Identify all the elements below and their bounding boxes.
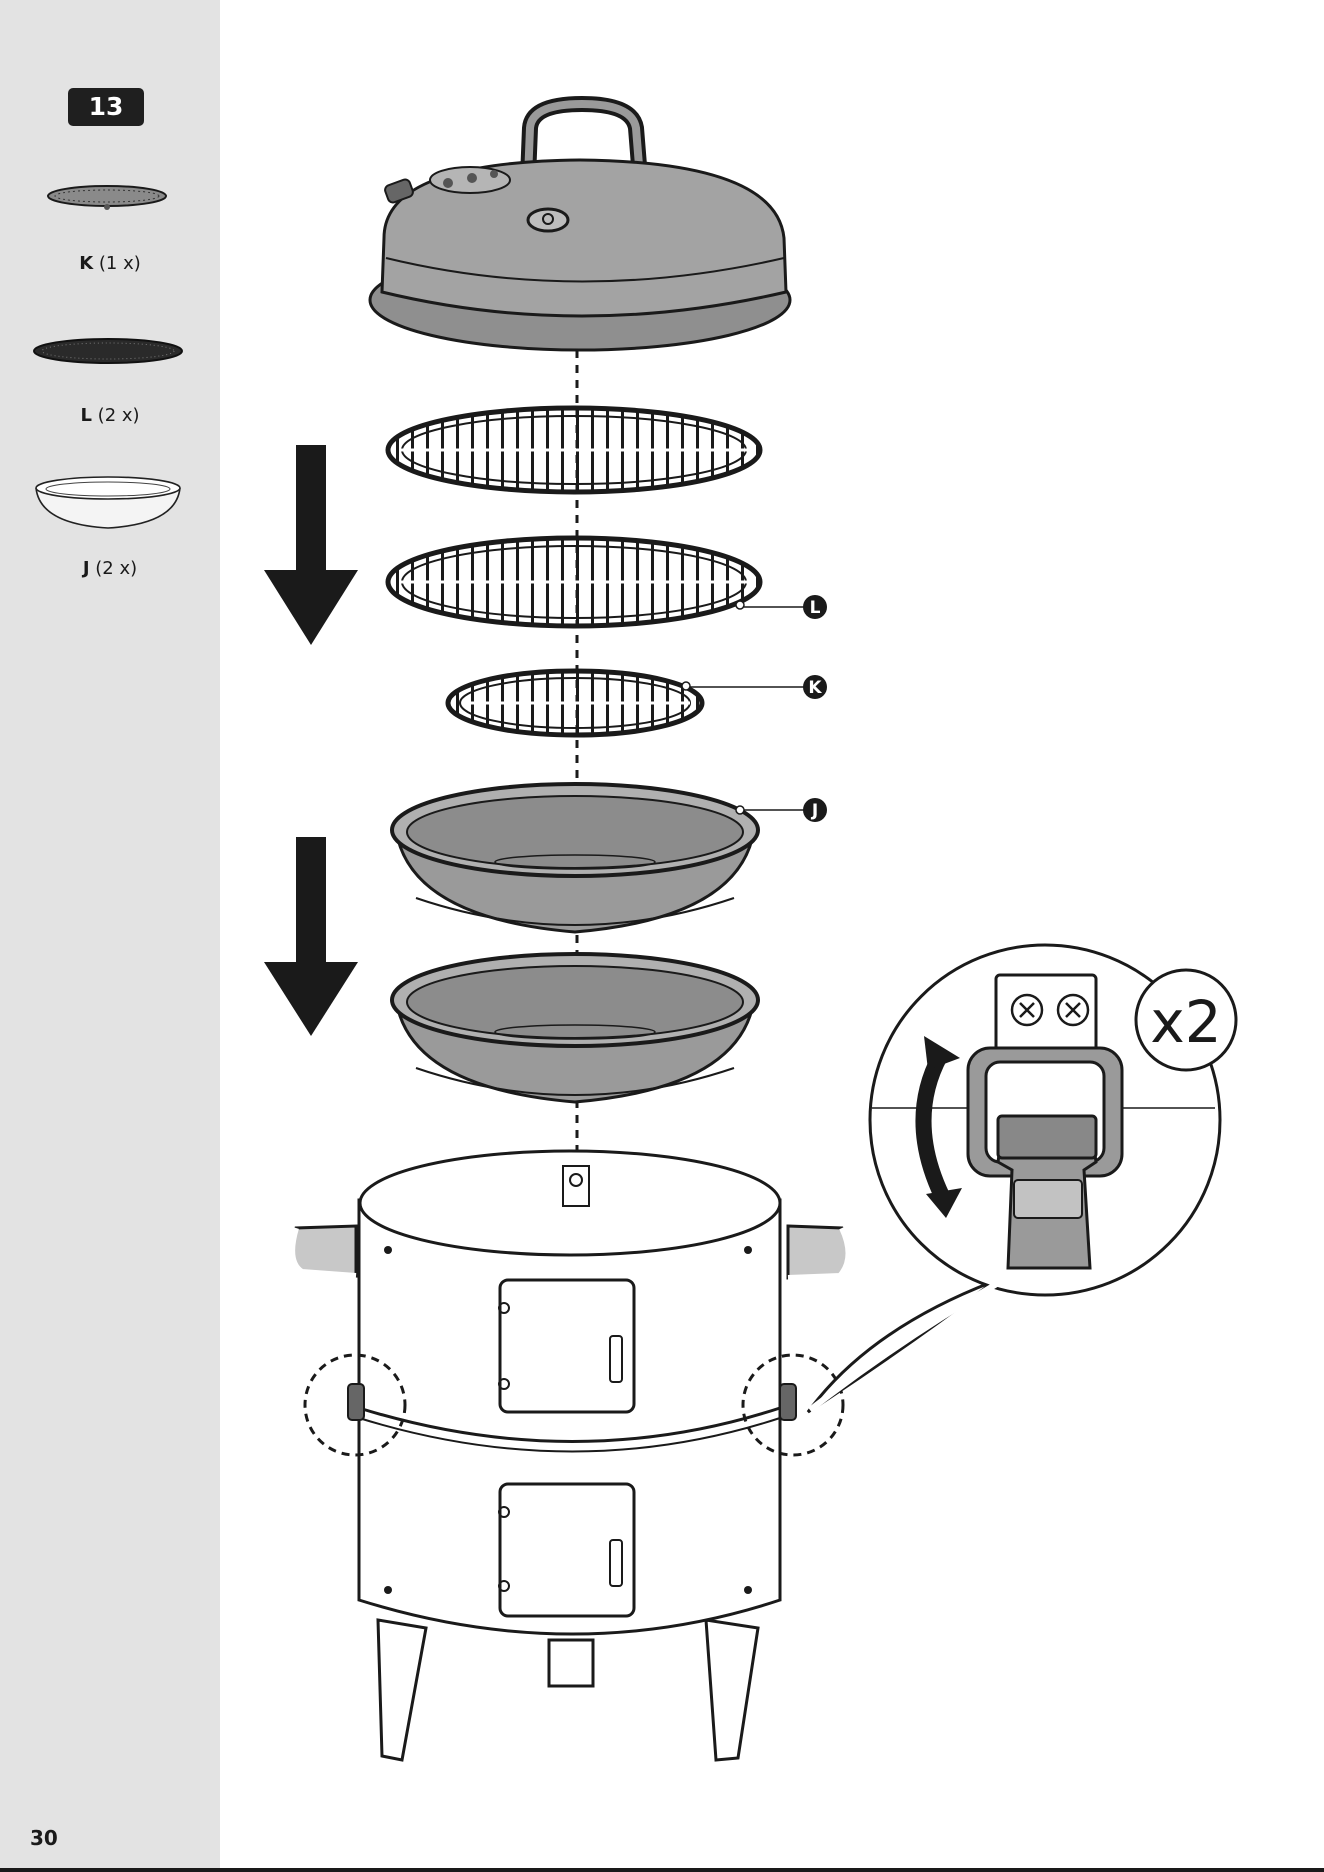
lid: [370, 104, 790, 350]
latch-detail-callout: x2: [808, 945, 1236, 1412]
multiplier-label: x2: [1150, 988, 1221, 1056]
grate-l-lower: [388, 538, 760, 626]
smoker-body: [292, 1151, 848, 1760]
grate-k: [448, 671, 702, 735]
page-bottom-rule: [0, 1868, 1324, 1872]
callout-letter: K: [808, 678, 822, 698]
grate-l-upper: [388, 408, 760, 492]
callout-letter: J: [811, 801, 818, 821]
bowl-j-upper: [392, 784, 758, 932]
callout-k: K: [682, 675, 827, 699]
down-arrow-icon: [264, 837, 358, 1036]
down-arrow-icon: [264, 445, 358, 645]
callout-letter: L: [810, 598, 821, 618]
bowl-j-lower: [392, 954, 758, 1102]
